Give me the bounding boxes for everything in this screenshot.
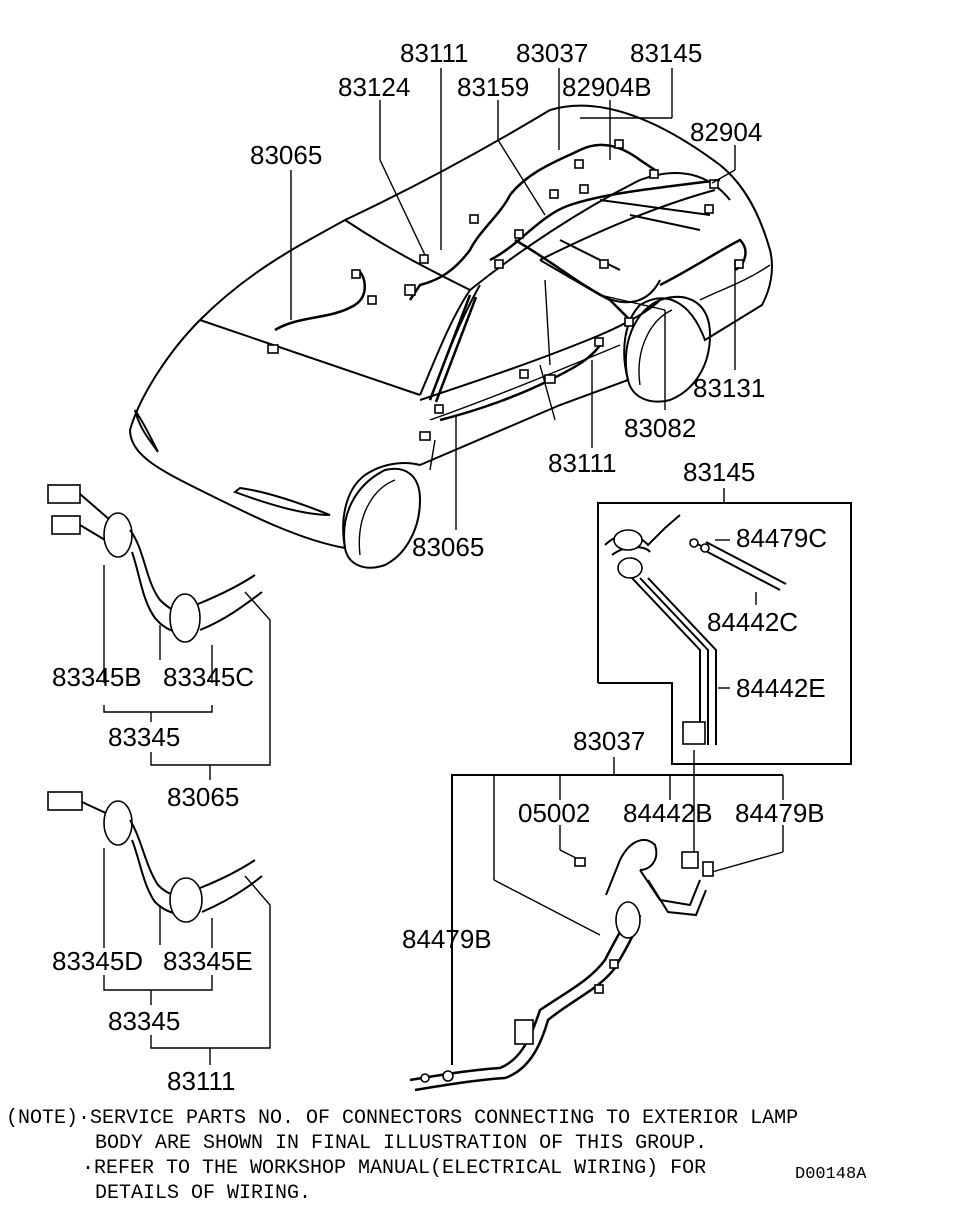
label-84479B-right: 84479B	[735, 798, 825, 828]
label-82904: 82904	[690, 117, 762, 147]
floor-harness-detail	[409, 750, 784, 1092]
grommet-assembly-upper	[47, 484, 271, 780]
label-82904B: 82904B	[562, 72, 652, 102]
label-83345-b: 83345	[108, 1006, 180, 1036]
label-84442C: 84442C	[707, 607, 798, 637]
label-83037-top: 83037	[516, 38, 588, 68]
harness-routing	[267, 139, 747, 441]
label-83131: 83131	[693, 373, 765, 403]
note-line-2: BODY ARE SHOWN IN FINAL ILLUSTRATION OF …	[95, 1132, 707, 1155]
car-body-outline	[128, 104, 773, 569]
label-83159: 83159	[457, 72, 529, 102]
label-83345E: 83345E	[163, 946, 253, 976]
label-83145-top: 83145	[630, 38, 702, 68]
label-83037-mid: 83037	[573, 726, 645, 756]
label-84442B: 84442B	[623, 798, 713, 828]
label-83082: 83082	[624, 413, 696, 443]
label-84479C: 84479C	[736, 523, 827, 553]
label-83124: 83124	[338, 72, 410, 102]
label-83065-bot: 83065	[167, 782, 239, 812]
label-83145-box: 83145	[683, 457, 755, 487]
note-line-1: (NOTE)·SERVICE PARTS NO. OF CONNECTORS C…	[6, 1107, 798, 1130]
label-83065-mid: 83065	[412, 532, 484, 562]
fuel-tank-harness-detail	[597, 488, 852, 765]
label-05002: 05002	[518, 798, 590, 828]
label-83111-mid: 83111	[548, 448, 616, 478]
label-83345C: 83345C	[163, 662, 254, 692]
label-84442E: 84442E	[736, 673, 826, 703]
label-83065-top: 83065	[250, 140, 322, 170]
note-line-4: DETAILS OF WIRING.	[95, 1182, 311, 1205]
note-line-3: ·REFER TO THE WORKSHOP MANUAL(ELECTRICAL…	[82, 1157, 706, 1180]
label-83345-a: 83345	[108, 722, 180, 752]
grommet-assembly-lower	[47, 791, 271, 1065]
drawing-code: D00148A	[795, 1165, 867, 1184]
label-83111-top: 83111	[400, 38, 468, 68]
leader-lines-top	[290, 68, 736, 530]
label-84479B-left: 84479B	[402, 924, 492, 954]
label-83345D: 83345D	[52, 946, 143, 976]
notes-block: (NOTE)·SERVICE PARTS NO. OF CONNECTORS C…	[6, 1107, 798, 1205]
label-83345B: 83345B	[52, 662, 142, 692]
label-83111-bot: 83111	[167, 1066, 235, 1096]
